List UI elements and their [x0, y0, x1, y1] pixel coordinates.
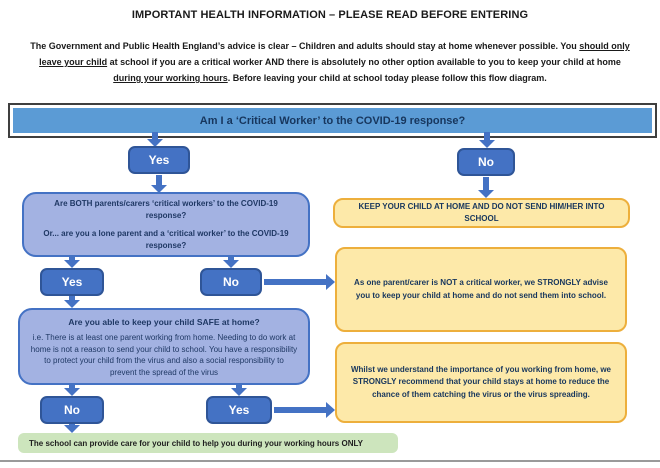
advise-keep-home-box: As one parent/carer is NOT a critical wo… — [335, 247, 627, 332]
arrow-right-icon — [274, 402, 335, 418]
arrow-down-icon — [151, 175, 167, 193]
child-safe-home-box: Are you able to keep your child SAFE at … — [18, 308, 310, 385]
intro-underline-2: during your working hours — [113, 73, 228, 83]
node-no-3: No — [40, 396, 104, 424]
node-no-2: No — [200, 268, 262, 296]
intro-segment-2: at school if you are a critical worker A… — [107, 57, 621, 67]
recommend-stay-home-box: Whilst we understand the importance of y… — [335, 342, 627, 423]
document-title: IMPORTANT HEALTH INFORMATION – PLEASE RE… — [131, 9, 529, 21]
intro-segment-1: The Government and Public Health England… — [30, 41, 580, 51]
intro-paragraph: The Government and Public Health England… — [28, 38, 632, 86]
arrow-down-icon — [64, 385, 80, 396]
safe-box-title: Are you able to keep your child SAFE at … — [68, 317, 260, 327]
arrow-down-icon — [479, 132, 495, 148]
parents-box-line-2: Or... are you a lone parent and a ‘criti… — [43, 228, 289, 250]
bottom-divider — [0, 460, 660, 462]
arrow-down-icon — [478, 177, 494, 198]
school-care-bar: The school can provide care for your chi… — [18, 433, 398, 453]
intro-segment-3: . Before leaving your child at school to… — [227, 73, 547, 83]
intro-underline-1: should only leave your child — [39, 41, 630, 67]
keep-child-home-box: KEEP YOUR CHILD AT HOME AND DO NOT SEND … — [333, 198, 630, 228]
node-yes-1: Yes — [128, 146, 190, 174]
arrow-down-icon — [231, 385, 247, 396]
arrow-down-icon — [223, 257, 239, 268]
arrow-down-icon — [64, 257, 80, 268]
question-banner-text: Am I a ‘Critical Worker’ to the COVID-19… — [13, 108, 652, 133]
node-yes-3: Yes — [206, 396, 272, 424]
node-no-1: No — [457, 148, 515, 176]
parents-box-line-1: Are BOTH parents/carers ‘critical worker… — [54, 198, 278, 220]
question-banner: Am I a ‘Critical Worker’ to the COVID-19… — [8, 103, 657, 138]
safe-box-body: i.e. There is at least one parent workin… — [30, 333, 298, 377]
arrow-down-icon — [64, 424, 80, 433]
arrow-right-icon — [264, 274, 335, 290]
parents-critical-workers-box: Are BOTH parents/carers ‘critical worker… — [22, 192, 310, 257]
arrow-down-icon — [147, 132, 163, 147]
node-yes-2: Yes — [40, 268, 104, 296]
arrow-down-icon — [64, 296, 80, 308]
